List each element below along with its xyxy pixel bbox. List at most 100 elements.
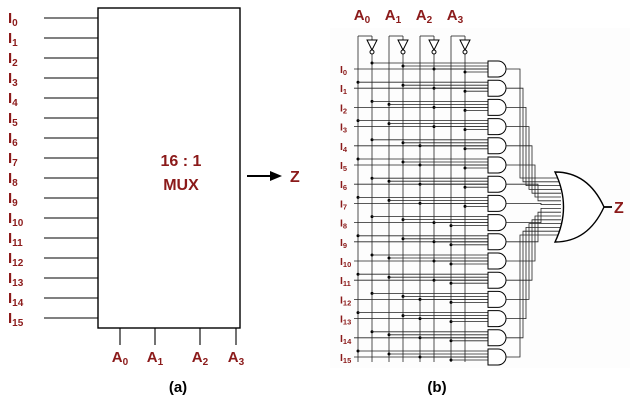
select-label-a-subscript: 0 (123, 357, 129, 368)
input-label-a: I5 (8, 110, 18, 129)
input-label-a-letter: I (8, 30, 12, 47)
select-label-a-letter: A (228, 349, 239, 366)
input-label-b-letter: I (340, 102, 343, 114)
input-label-a-letter: I (8, 130, 12, 147)
input-label-a-subscript: 3 (12, 78, 18, 89)
input-label-a: I4 (8, 90, 18, 109)
output-z-label-a: Z (290, 169, 300, 186)
input-label-a-subscript: 5 (12, 118, 18, 129)
and-gate (487, 137, 507, 155)
select-label-b: A3 (447, 7, 464, 26)
select-label-b-subscript: 1 (396, 15, 402, 26)
or-gate (553, 171, 605, 243)
select-label-a-subscript: 1 (158, 357, 164, 368)
input-label-a-letter: I (8, 150, 12, 167)
input-label-a-letter: I (8, 50, 12, 67)
select-label-a-subscript: 2 (203, 357, 209, 368)
input-label-b-letter: I (340, 314, 343, 326)
input-label-a-letter: I (8, 210, 12, 227)
select-label-b-letter: A (447, 7, 458, 24)
select-label-a: A1 (147, 349, 164, 368)
inverter-triangle (428, 39, 440, 52)
inverters (358, 35, 471, 55)
input-label-a: I9 (8, 190, 18, 209)
input-label-a: I11 (8, 230, 23, 249)
caption-a: (a) (169, 379, 187, 396)
input-label-b-subscript: 7 (343, 202, 347, 211)
input-label-b-subscript: 4 (343, 145, 348, 154)
inverter-triangle (366, 39, 378, 52)
input-label-a-subscript: 8 (12, 178, 18, 189)
and-output-wire (506, 145, 561, 194)
input-label-b-letter: I (340, 256, 343, 268)
input-label-b-subscript: 8 (343, 222, 347, 231)
input-label-a-letter: I (8, 270, 12, 287)
input-label-a-letter: I (8, 250, 12, 267)
input-label-a-subscript: 0 (12, 18, 18, 29)
and-gate (487, 60, 507, 78)
select-label-a-letter: A (147, 349, 158, 366)
input-label-a-subscript: 13 (12, 278, 24, 289)
input-label-a: I3 (8, 70, 18, 89)
mux-name-label: MUX (163, 177, 199, 194)
and-output-wire (506, 126, 561, 190)
and-output-wire (506, 234, 561, 358)
input-label-a-subscript: 12 (12, 258, 24, 269)
input-label-b: I13 (340, 314, 351, 327)
select-label-a: A0 (112, 349, 129, 368)
input-label-b: I0 (340, 64, 347, 77)
input-label-a-letter: I (8, 230, 12, 247)
input-label-a: I6 (8, 130, 18, 149)
input-label-b-letter: I (340, 275, 343, 287)
input-label-a-subscript: 7 (12, 158, 18, 169)
input-label-b: I12 (340, 294, 351, 307)
select-label-b-subscript: 0 (365, 15, 371, 26)
inverter-bubble (369, 49, 375, 55)
inverter-bubble (400, 49, 406, 55)
input-label-b-subscript: 1 (343, 87, 347, 96)
select-label-b-letter: A (416, 7, 427, 24)
output-arrow-head (270, 171, 282, 181)
input-label-b-letter: I (340, 64, 343, 76)
input-label-b: I3 (340, 122, 347, 135)
select-label-b: A1 (385, 7, 402, 26)
input-label-b-subscript: 2 (343, 106, 347, 115)
select-label-a-letter: A (192, 349, 203, 366)
select-label-a-subscript: 3 (239, 357, 245, 368)
and-gate (487, 156, 507, 174)
and-output-wire (506, 164, 561, 198)
input-label-b: I15 (340, 352, 351, 365)
input-label-a-subscript: 11 (12, 238, 23, 249)
input-label-a: I0 (8, 10, 18, 29)
input-label-b: I6 (340, 179, 347, 192)
select-label-b: A2 (416, 7, 433, 26)
input-label-a-subscript: 6 (12, 138, 18, 149)
inverter-bubble (462, 49, 468, 55)
and-gate (487, 98, 507, 116)
or-input-bus (506, 68, 561, 358)
caption-b: (b) (427, 379, 446, 396)
input-label-a-letter: I (8, 70, 12, 87)
input-label-a: I8 (8, 170, 18, 189)
input-label-b: I4 (340, 141, 348, 154)
input-label-b-letter: I (340, 352, 343, 364)
input-label-a-subscript: 2 (12, 58, 18, 69)
input-label-a: I13 (8, 270, 24, 289)
input-label-b-subscript: 5 (343, 164, 347, 173)
mux-ratio-label: 16 : 1 (161, 153, 202, 170)
and-gate (487, 271, 507, 289)
inverter-bubble (431, 49, 437, 55)
input-label-b: I8 (340, 218, 347, 231)
input-label-a-subscript: 10 (12, 218, 24, 229)
input-label-a-subscript: 9 (12, 198, 18, 209)
input-label-b-letter: I (340, 179, 343, 191)
and-gate (487, 348, 507, 366)
and-gate (487, 175, 507, 193)
select-label-b: A0 (354, 7, 371, 26)
input-label-a: I2 (8, 50, 18, 69)
and-output-wire (506, 223, 561, 300)
